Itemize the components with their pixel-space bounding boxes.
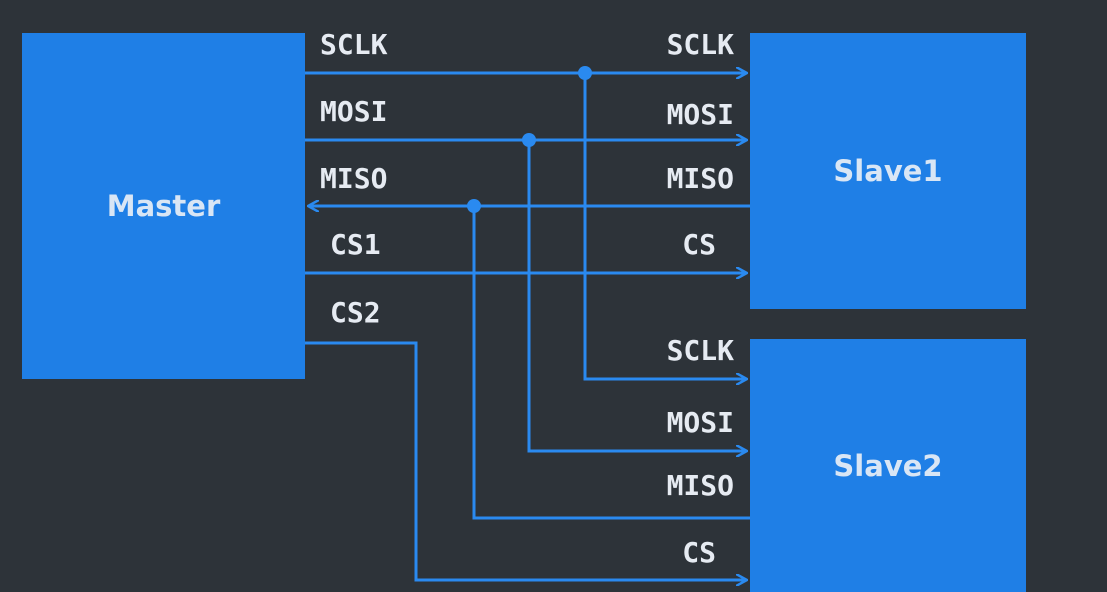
slave1-sclk-label: SCLK (667, 28, 735, 61)
slave2-mosi-label: MOSI (667, 406, 734, 439)
master-miso-label: MISO (320, 162, 387, 195)
slave2-cs-label: CS (682, 536, 716, 569)
slave2-miso-label: MISO (667, 469, 734, 502)
cs2-wire (305, 341, 746, 580)
slave1-block: Slave1 (750, 33, 1026, 309)
miso-junction (467, 199, 481, 213)
sclk-junction (578, 66, 592, 80)
master-sclk-label: SCLK (320, 28, 388, 61)
master-block: Master (22, 33, 305, 379)
mosi-junction (522, 133, 536, 147)
slave2-sclk-label: SCLK (667, 334, 735, 367)
slave2-label: Slave2 (833, 448, 943, 483)
slave1-cs-label: CS (682, 228, 716, 261)
master-cs2-label: CS2 (330, 296, 381, 329)
sclk-wire-slave2 (583, 73, 746, 379)
master-cs1-label: CS1 (330, 228, 381, 261)
slave2-block: Slave2 (750, 339, 1026, 592)
miso-wire-slave2 (472, 206, 750, 520)
master-mosi-label: MOSI (320, 95, 387, 128)
slave1-label: Slave1 (833, 154, 943, 188)
master-label: Master (106, 189, 221, 223)
mosi-wire-slave2 (527, 140, 746, 451)
slave1-mosi-label: MOSI (667, 98, 734, 131)
slave1-miso-label: MISO (667, 162, 734, 195)
